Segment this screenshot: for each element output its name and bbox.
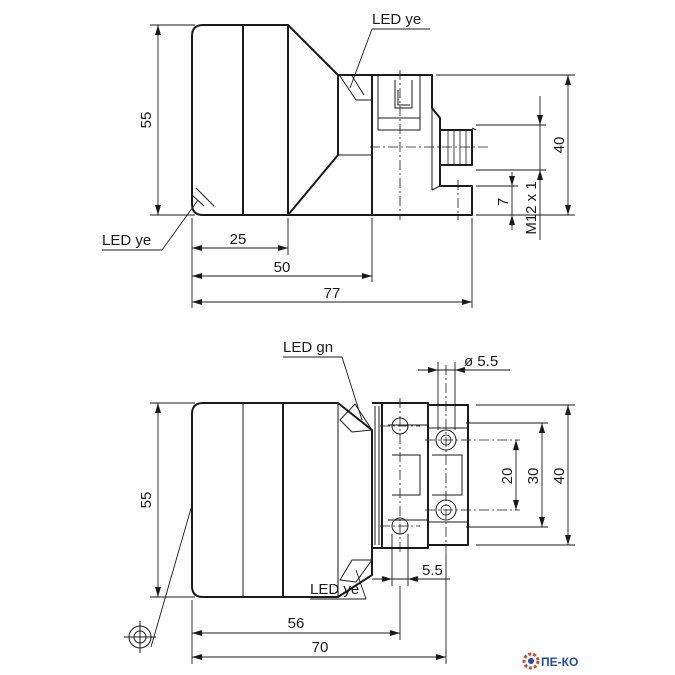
bottom-led-green-window [339, 403, 373, 433]
bottom-dim-depth-70: 70 [312, 639, 329, 656]
gear-icon [522, 652, 540, 670]
top-dim-depth-50: 50 [274, 259, 291, 276]
bottom-dim-height: 55 [138, 492, 155, 509]
top-sensor-taper [287, 24, 339, 216]
top-bracket [372, 74, 473, 216]
bottom-sensor-taper [283, 402, 373, 598]
top-view: 55 25 50 77 40 M12 x 1 [102, 11, 575, 308]
bottom-dim-spacing-40: 40 [551, 468, 568, 485]
top-thread-label: M12 x 1 [523, 181, 540, 234]
bottom-led-yellow-window [339, 559, 373, 583]
bottom-sensor-front [191, 402, 284, 598]
bottom-dim-spacing-30: 30 [525, 468, 542, 485]
top-m12-connector [440, 129, 473, 166]
bottom-view: 55 ø 5.5 20 30 40 5.5 [124, 339, 575, 664]
top-dim-depth-77: 77 [324, 285, 341, 302]
watermark-text: ПЕ-КО [541, 655, 578, 669]
bottom-dim-offset-55: 5.5 [422, 562, 443, 579]
bottom-dim-spacing-20: 20 [499, 468, 516, 485]
bottom-bracket-plate [372, 402, 383, 549]
bottom-led-green-label: LED gn [283, 339, 333, 356]
top-led-window [339, 75, 372, 101]
top-dim-depth-25: 25 [230, 231, 247, 248]
target-symbol-icon [124, 621, 156, 653]
top-dim-connector-7: 7 [495, 198, 512, 206]
top-led-bottom-label: LED ye [102, 232, 151, 249]
bottom-dim-hole-dia: ø 5.5 [464, 353, 498, 370]
bottom-bracket [382, 402, 429, 549]
top-led-top-label: LED ye [372, 11, 421, 28]
bottom-led-yellow-label: LED ye [310, 581, 359, 598]
top-sensor-front [191, 24, 244, 216]
top-dim-connector-40: 40 [551, 137, 568, 154]
top-sensor-body [243, 24, 289, 216]
top-dim-height: 55 [138, 112, 155, 129]
bottom-dim-depth-56: 56 [288, 615, 305, 632]
watermark: ПЕ-КО [522, 652, 578, 670]
